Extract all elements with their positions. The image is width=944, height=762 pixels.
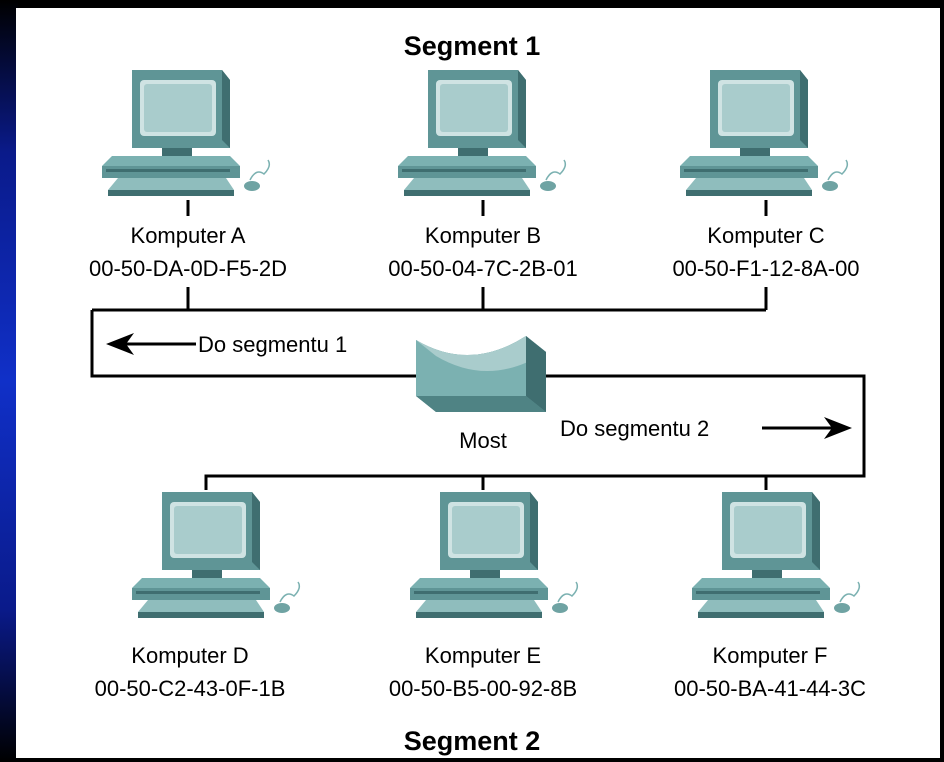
segment-2-title: Segment 2	[404, 726, 541, 756]
computer-d-icon	[131, 491, 301, 619]
computer-b-mac: 00-50-04-7C-2B-01	[388, 256, 578, 281]
computer-e-icon	[409, 491, 579, 619]
computer-d-name: Komputer D	[131, 643, 248, 668]
computer-a-name: Komputer A	[131, 223, 246, 248]
computer-f-name: Komputer F	[713, 643, 828, 668]
arrow-left-label: Do segmentu 1	[198, 332, 347, 357]
computer-c-name: Komputer C	[707, 223, 824, 248]
computer-f-mac: 00-50-BA-41-44-3C	[674, 676, 866, 701]
network-cable	[90, 308, 866, 490]
computer-a-icon	[101, 69, 271, 197]
computer-b-name: Komputer B	[425, 223, 541, 248]
arrow-right-label: Do segmentu 2	[560, 416, 709, 441]
computer-c-mac: 00-50-F1-12-8A-00	[672, 256, 859, 281]
computer-d-mac: 00-50-C2-43-0F-1B	[95, 676, 286, 701]
segment-1-title: Segment 1	[404, 31, 541, 61]
bridge-icon	[416, 336, 546, 412]
bridge-label: Most	[459, 428, 507, 453]
computer-c-icon	[679, 69, 849, 197]
computer-a-mac: 00-50-DA-0D-F5-2D	[89, 256, 287, 281]
background-gradient	[0, 0, 18, 762]
computer-e-mac: 00-50-B5-00-92-8B	[389, 676, 577, 701]
computer-b-icon	[397, 69, 567, 197]
computer-e-name: Komputer E	[425, 643, 541, 668]
arrow-left-icon	[106, 333, 134, 355]
computer-f-icon	[691, 491, 861, 619]
arrow-right-icon	[824, 417, 852, 439]
